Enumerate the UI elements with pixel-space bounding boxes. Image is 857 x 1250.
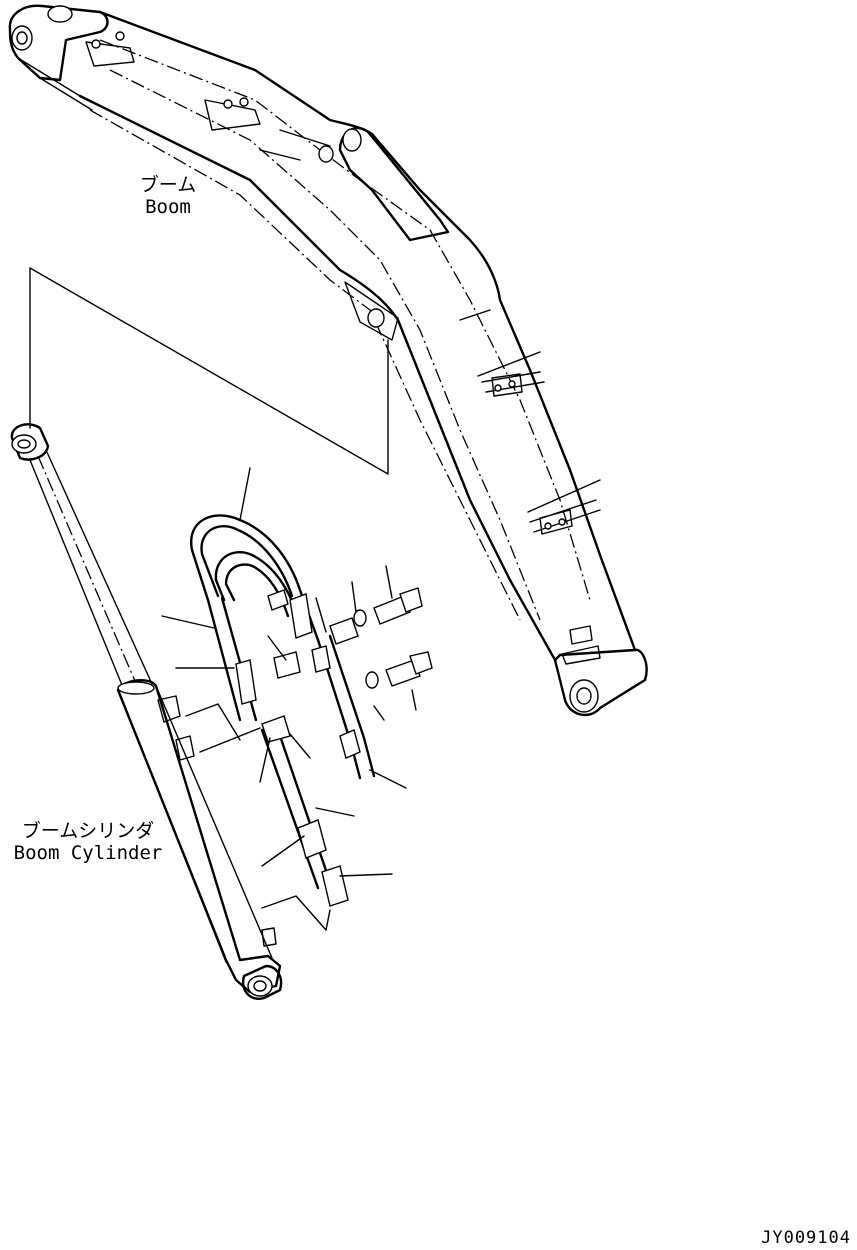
boom-label-jp: ブーム: [139, 174, 197, 196]
drawing-code: JY009104: [761, 1228, 851, 1248]
boom-label: ブーム Boom: [126, 174, 210, 218]
boom-cylinder-label: ブームシリンダ Boom Cylinder: [2, 820, 174, 864]
boom-label-en: Boom: [145, 196, 191, 218]
callout-leaders: [161, 467, 417, 877]
hose-assembly: [185, 514, 433, 931]
boom-cylinder-label-jp: ブームシリンダ: [21, 820, 155, 842]
boom-cylinder-label-en: Boom Cylinder: [13, 842, 163, 864]
boom-cylinder: [10, 423, 283, 1000]
boom: [8, 4, 648, 717]
boom-callout-leader: [29, 267, 389, 475]
